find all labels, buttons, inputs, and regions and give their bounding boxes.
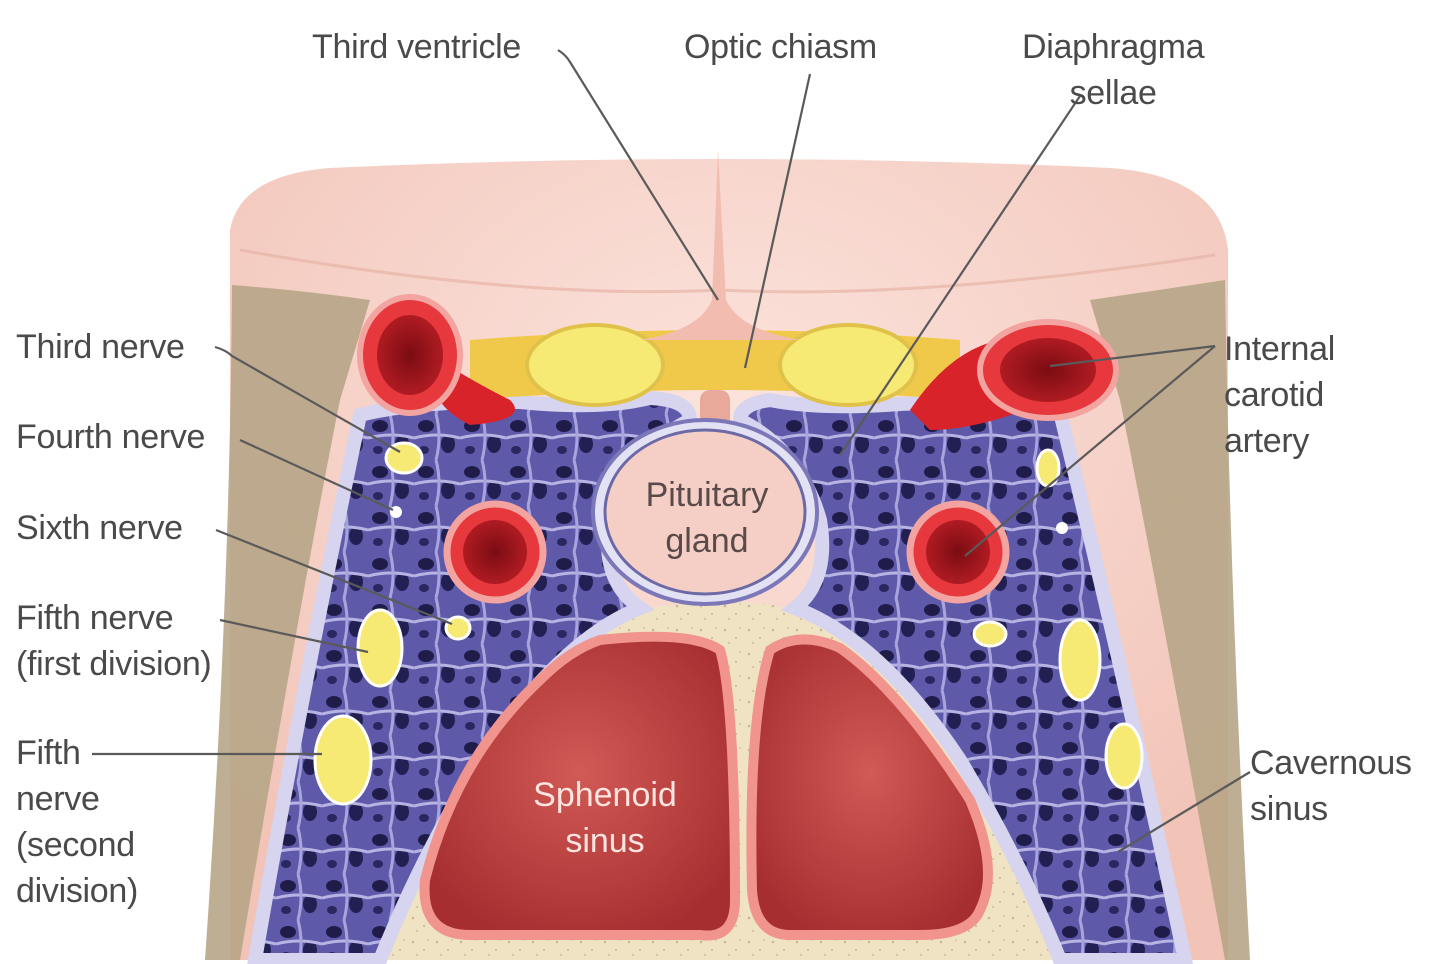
- fifth-nerve-first-right: [1058, 618, 1102, 702]
- label-fifth-nerve-second-division: Fifth nerve (second division): [16, 734, 139, 910]
- label-sphenoid-sinus: Sphenoid sinus: [533, 776, 677, 860]
- leader-line-fifth-first: [219, 618, 369, 654]
- carotid-artery-upper-right: [910, 319, 1119, 430]
- label-fifth-nerve-first-division: Fifth nerve (first division): [16, 599, 212, 683]
- leader-line-carotid-upper: [1049, 344, 1216, 368]
- dura-mater-right: [1090, 280, 1250, 960]
- label-diaphragma-sellae: Diaphragma sellae: [1022, 28, 1205, 112]
- leader-line-fourth-nerve: [239, 438, 394, 512]
- sphenoid-sinus-right: [746, 634, 993, 940]
- third-ventricle-stalk: [640, 150, 800, 340]
- label-fourth-nerve: Fourth nerve: [16, 418, 206, 456]
- fifth-nerve-second-left: [313, 714, 373, 806]
- carotid-artery-sinus-left: [443, 500, 547, 604]
- label-optic-chiasm: Optic chiasm: [684, 28, 877, 66]
- dura-mater-left: [205, 285, 370, 960]
- label-sixth-nerve: Sixth nerve: [16, 509, 183, 547]
- sphenoid-sinus-left: [419, 631, 741, 941]
- leader-line-diaphragma-sellae: [839, 95, 1081, 456]
- leader-line-carotid-sinus: [964, 345, 1216, 557]
- fifth-nerve-first-left: [356, 608, 404, 688]
- optic-nerve-left: [525, 323, 665, 407]
- label-third-nerve: Third nerve: [16, 328, 185, 366]
- label-internal-carotid-artery: Internal carotid artery: [1224, 330, 1336, 460]
- optic-nerve-right: [778, 323, 918, 407]
- carotid-artery-sinus-right: [906, 500, 1010, 604]
- third-nerve-left: [384, 441, 424, 475]
- leader-line-third-nerve: [214, 345, 401, 453]
- leader-line-third-ventricle: [557, 49, 719, 301]
- label-third-ventricle: Third ventricle: [312, 28, 522, 66]
- fourth-nerve-left: [390, 506, 402, 518]
- fifth-nerve-second-right: [1104, 722, 1144, 790]
- label-pituitary-gland: Pituitary gland: [645, 476, 769, 560]
- label-cavernous-sinus: Cavernous sinus: [1250, 744, 1412, 828]
- leader-line-sixth-nerve: [215, 528, 453, 626]
- sixth-nerve-right: [972, 620, 1008, 648]
- pituitary-gland: [603, 428, 807, 596]
- fourth-nerve-right: [1056, 522, 1068, 534]
- leader-line-cavernous-sinus: [1117, 771, 1251, 853]
- carotid-artery-upper-left: [357, 294, 515, 425]
- leader-line-optic-chiasm: [743, 73, 812, 369]
- sixth-nerve-left: [444, 615, 472, 641]
